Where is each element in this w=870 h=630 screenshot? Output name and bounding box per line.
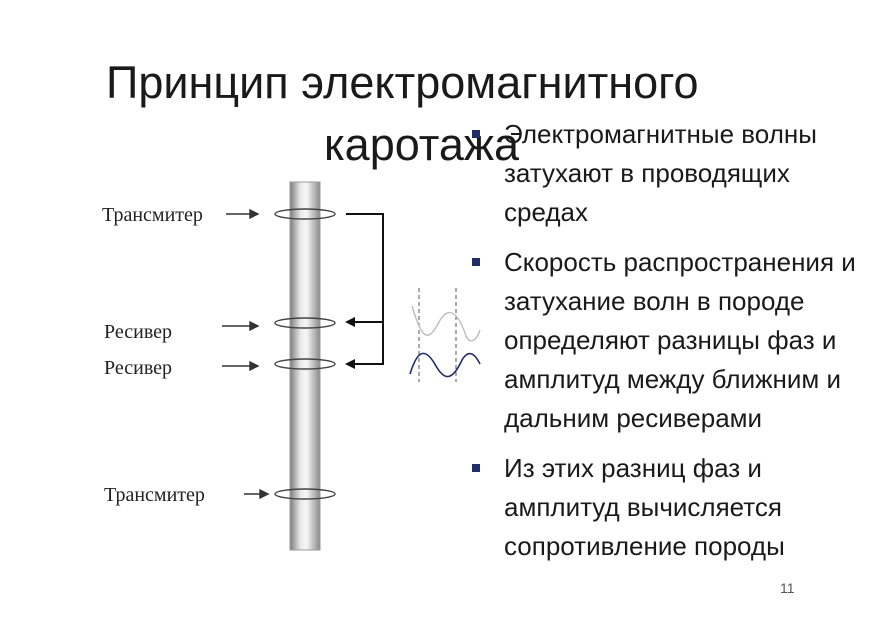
arrowhead-receiver-2 [249, 360, 260, 372]
signal-path-bracket [346, 213, 384, 365]
transmitter-coil-bottom [274, 488, 336, 500]
slide-title-line-2: каротажа [324, 119, 520, 170]
label-transmitter-top: Трансмитер [102, 204, 203, 226]
far-receiver-wave [409, 352, 481, 378]
signal-arrowhead-near [345, 317, 355, 327]
receiver-coil-near [274, 317, 336, 329]
bullet-list: Электромагнитные волны затухают в провод… [470, 115, 870, 577]
near-receiver-wave [411, 305, 481, 342]
signal-arrowhead-far [345, 359, 355, 369]
label-receiver-1: Ресивер [104, 321, 173, 343]
page-number: 11 [780, 580, 795, 596]
bullet-item: Скорость распространения и затухание вол… [470, 243, 870, 438]
borehole-tool [289, 181, 321, 551]
arrowhead-transmitter-top [249, 208, 260, 220]
arrowhead-receiver-1 [249, 320, 260, 332]
label-receiver-2: Ресивер [104, 357, 173, 379]
slide-title-line-1: Принцип электромагнитного [106, 57, 699, 108]
bullet-item: Из этих разниц фаз и амплитуд вычисляетс… [470, 449, 870, 566]
arrowhead-transmitter-bottom [259, 488, 270, 500]
transmitter-coil-top [274, 208, 336, 220]
bullet-item: Электромагнитные волны затухают в провод… [470, 115, 870, 232]
receiver-coil-far [274, 358, 336, 370]
label-transmitter-bottom: Трансмитер [104, 484, 205, 506]
